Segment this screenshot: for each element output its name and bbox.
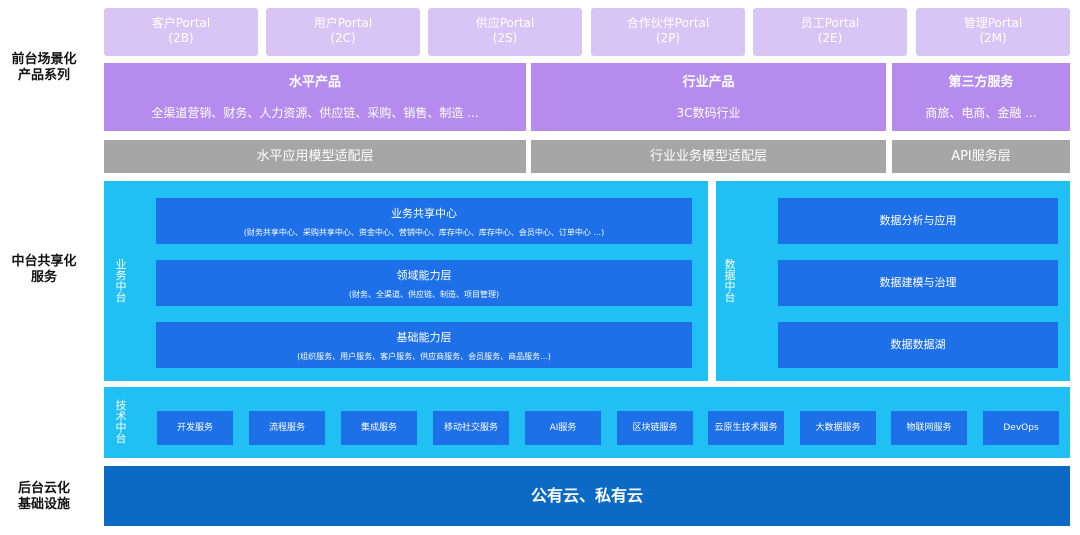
- api-service-layer: API服务层: [892, 140, 1070, 173]
- tech-service-big-data: 大数据服务: [800, 411, 876, 445]
- data-center-label-char: 台: [724, 291, 736, 304]
- industry-adapter-layer: 行业业务模型适配层: [531, 140, 886, 173]
- data-lake-box: 数据数据湖: [778, 322, 1058, 368]
- third-party-services: 第三方服务 商旅、电商、金融 ...: [892, 63, 1070, 131]
- front-layer-label: 前台场景化 产品系列: [4, 52, 84, 84]
- portal-partner: 合作伙伴Portal (2P): [591, 8, 745, 56]
- domain-capability-layer-title: 领域能力层: [396, 269, 452, 282]
- portal-code: (2B): [168, 31, 194, 45]
- middle-layer-label: 中台共享化 服务: [4, 254, 84, 286]
- portal-name: 员工Portal: [800, 16, 860, 30]
- portal-employee: 员工Portal (2E): [753, 8, 907, 56]
- business-center-label-char: 中: [115, 280, 127, 293]
- business-center-label-char: 业: [115, 258, 127, 271]
- third-party-services-subtitle: 商旅、电商、金融 ...: [925, 106, 1037, 120]
- portal-management: 管理Portal (2M): [916, 8, 1070, 56]
- tech-service-devops: DevOps: [983, 411, 1059, 445]
- portal-name: 供应Portal: [475, 16, 535, 30]
- portal-user: 用户Portal (2C): [266, 8, 420, 56]
- back-layer-label-line2: 基础设施: [17, 497, 70, 512]
- tech-service-dev: 开发服务: [157, 411, 233, 445]
- data-center-label-char: 数: [724, 258, 736, 271]
- tech-service-blockchain: 区块链服务: [617, 411, 693, 445]
- data-modeling-box: 数据建模与治理: [778, 260, 1058, 306]
- business-center-label-char: 务: [115, 269, 127, 282]
- tech-center-label-char: 台: [115, 432, 127, 445]
- domain-capability-layer-subtitle: (财务、全渠道、供应链、制造、项目管理): [348, 290, 500, 299]
- data-analysis-box: 数据分析与应用: [778, 198, 1058, 244]
- tech-service-cloud-native: 云原生技术服务: [708, 411, 784, 445]
- portal-name: 管理Portal: [963, 16, 1023, 30]
- portal-code: (2S): [492, 31, 518, 45]
- horizontal-products: 水平产品 全渠道营销、财务、人力资源、供应链、采购、销售、制造 ...: [104, 63, 526, 131]
- horizontal-adapter-layer: 水平应用模型适配层: [104, 140, 526, 173]
- tech-center-label-char: 术: [115, 410, 127, 423]
- industry-products-title: 行业产品: [682, 75, 735, 90]
- back-layer-label: 后台云化 基础设施: [4, 481, 84, 513]
- front-layer-label-line2: 产品系列: [17, 68, 70, 83]
- tech-center-label: 技 术 中 台: [114, 400, 128, 444]
- cloud-infrastructure: 公有云、私有云: [104, 466, 1070, 526]
- portal-code: (2M): [979, 31, 1007, 45]
- portal-code: (2E): [817, 31, 843, 45]
- horizontal-products-title: 水平产品: [288, 75, 341, 90]
- front-layer-label-line1: 前台场景化: [11, 52, 77, 67]
- portal-code: (2P): [655, 31, 681, 45]
- business-shared-center-title: 业务共享中心: [391, 207, 457, 220]
- tech-service-integration: 集成服务: [341, 411, 417, 445]
- business-center-label-char: 台: [115, 291, 127, 304]
- portal-name: 合作伙伴Portal: [626, 16, 710, 30]
- tech-service-ai: AI服务: [525, 411, 601, 445]
- tech-service-mobile-social: 移动社交服务: [433, 411, 509, 445]
- tech-center-label-char: 中: [115, 421, 127, 434]
- tech-service-iot: 物联网服务: [891, 411, 967, 445]
- base-capability-layer-subtitle: (组织服务、用户服务、客户服务、供应商服务、会员服务、商品服务...): [297, 352, 551, 361]
- data-center-label: 数 据 中 台: [723, 259, 737, 303]
- third-party-services-title: 第三方服务: [948, 75, 1014, 90]
- portal-code: (2C): [330, 31, 356, 45]
- portal-name: 客户Portal: [151, 16, 211, 30]
- middle-layer-label-line2: 服务: [30, 270, 57, 285]
- data-center-label-char: 中: [724, 280, 736, 293]
- middle-layer-label-line1: 中台共享化: [11, 254, 77, 269]
- base-capability-layer-title: 基础能力层: [396, 331, 452, 344]
- business-shared-center: 业务共享中心 (财务共享中心、采购共享中心、资金中心、营销中心、库存中心、库存中…: [156, 198, 692, 244]
- portal-name: 用户Portal: [313, 16, 373, 30]
- tech-service-workflow: 流程服务: [249, 411, 325, 445]
- horizontal-products-subtitle: 全渠道营销、财务、人力资源、供应链、采购、销售、制造 ...: [151, 106, 479, 120]
- business-shared-center-subtitle: (财务共享中心、采购共享中心、资金中心、营销中心、库存中心、库存中心、会员中心、…: [243, 228, 605, 237]
- back-layer-label-line1: 后台云化: [17, 481, 70, 496]
- business-center-label: 业 务 中 台: [114, 259, 128, 303]
- base-capability-layer: 基础能力层 (组织服务、用户服务、客户服务、供应商服务、会员服务、商品服务...…: [156, 322, 692, 368]
- industry-products: 行业产品 3C数码行业: [531, 63, 886, 131]
- data-center-label-char: 据: [724, 269, 736, 282]
- industry-products-subtitle: 3C数码行业: [676, 106, 741, 120]
- portal-customer: 客户Portal (2B): [104, 8, 258, 56]
- tech-center-label-char: 技: [115, 399, 127, 412]
- portal-supply: 供应Portal (2S): [428, 8, 582, 56]
- domain-capability-layer: 领域能力层 (财务、全渠道、供应链、制造、项目管理): [156, 260, 692, 306]
